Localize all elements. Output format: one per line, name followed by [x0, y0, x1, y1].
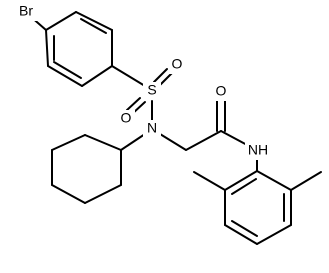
cyclohexyl-ring — [51, 134, 122, 204]
ring-s-bond — [111, 65, 146, 87]
atom-o-bottom: O — [117, 110, 135, 128]
s-o-top-bond-a — [153, 68, 168, 83]
atom-o-carbonyl-label: O — [216, 83, 227, 99]
atom-o-top-label: O — [172, 56, 183, 72]
s-o-top-bond-b — [158, 72, 173, 87]
n-cyclohexyl-bond — [120, 133, 146, 151]
dimethylphenyl-ring — [224, 170, 292, 245]
bromophenyl-ring — [45, 11, 113, 87]
atom-br-label: Br — [19, 3, 33, 19]
atom-o-carbonyl: O — [212, 83, 230, 101]
atom-br: Br — [13, 3, 41, 21]
carbonyl-nh-bond — [220, 130, 250, 147]
atom-nh-amide: NH — [245, 142, 271, 160]
methyl-left-bond — [193, 171, 226, 191]
s-o-bottom-bond-a — [126, 97, 141, 111]
atom-o-top: O — [168, 56, 186, 74]
atom-nh-amide-label: NH — [248, 142, 268, 158]
atom-n-amine: N — [143, 120, 161, 138]
atom-n-amine-label: N — [147, 120, 157, 136]
atom-o-bottom-label: O — [121, 110, 132, 126]
atom-s-label: S — [147, 82, 156, 98]
ch2-carbonyl-bond — [185, 130, 222, 151]
atom-s: S — [143, 82, 161, 100]
n-ch2-bond — [159, 133, 187, 151]
methyl-right-bond — [290, 171, 322, 191]
